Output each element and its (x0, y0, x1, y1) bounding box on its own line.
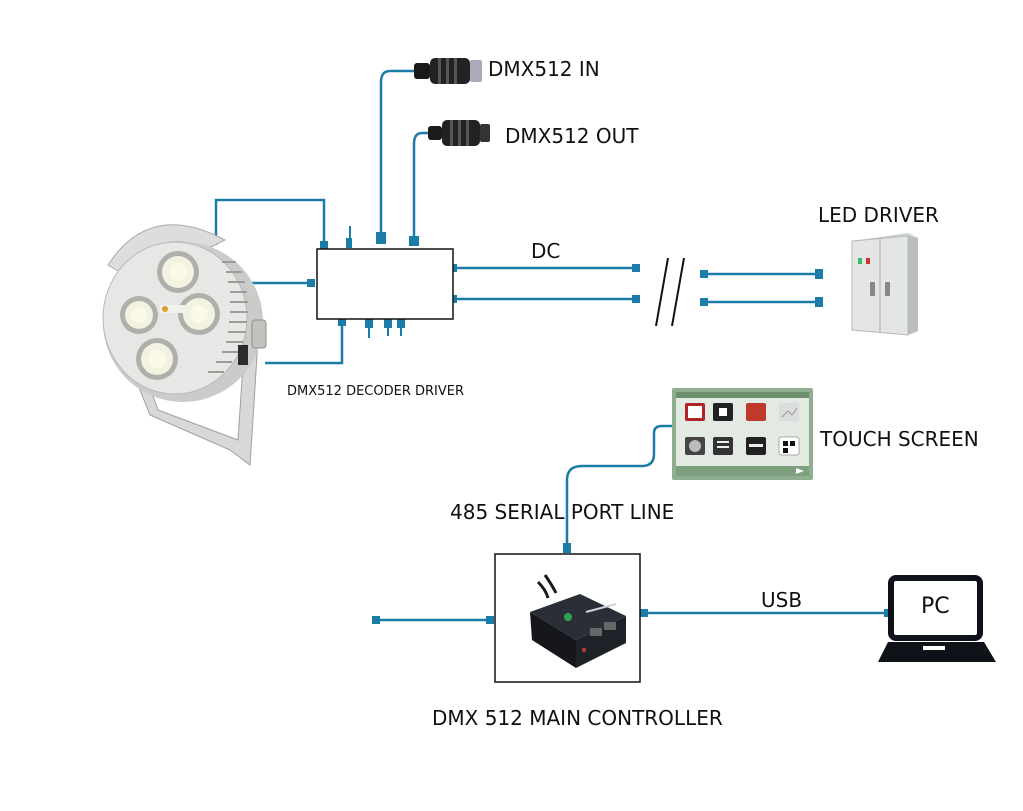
touch-screen-image (672, 388, 813, 480)
led-driver-cabinet-image (851, 233, 918, 336)
line-break-marks (655, 257, 685, 327)
fixture-top-wire (214, 198, 326, 245)
dc-label: DC (531, 239, 561, 263)
dmx-out-label: DMX512 OUT (505, 124, 639, 148)
serial-line-label: 485 SERIAL PORT LINE (450, 500, 675, 524)
touch-screen-label: TOUCH SCREEN (820, 427, 979, 451)
led-driver-label: LED DRIVER (818, 203, 939, 227)
wire-plugs (307, 232, 892, 624)
dmx-out-connector-icon (428, 120, 490, 146)
dmx-out-cable (412, 131, 430, 240)
led-fixture-image (102, 224, 267, 466)
pc-laptop-icon (878, 575, 996, 662)
dmx-in-connector-icon (414, 58, 482, 84)
decoder-box (316, 248, 454, 320)
dmx-in-cable (379, 69, 415, 236)
decoder-label: DMX512 DECODER DRIVER (287, 384, 465, 399)
pc-label: PC (921, 594, 950, 619)
fixture-bottom-wire (265, 322, 344, 365)
dmx-in-label: DMX512 IN (488, 57, 600, 81)
main-controller-label: DMX 512 MAIN CONTROLLER (432, 706, 723, 730)
usb-label: USB (761, 588, 803, 612)
main-controller-device-image (530, 574, 626, 668)
wires (214, 69, 888, 622)
serial-wire (565, 424, 672, 548)
